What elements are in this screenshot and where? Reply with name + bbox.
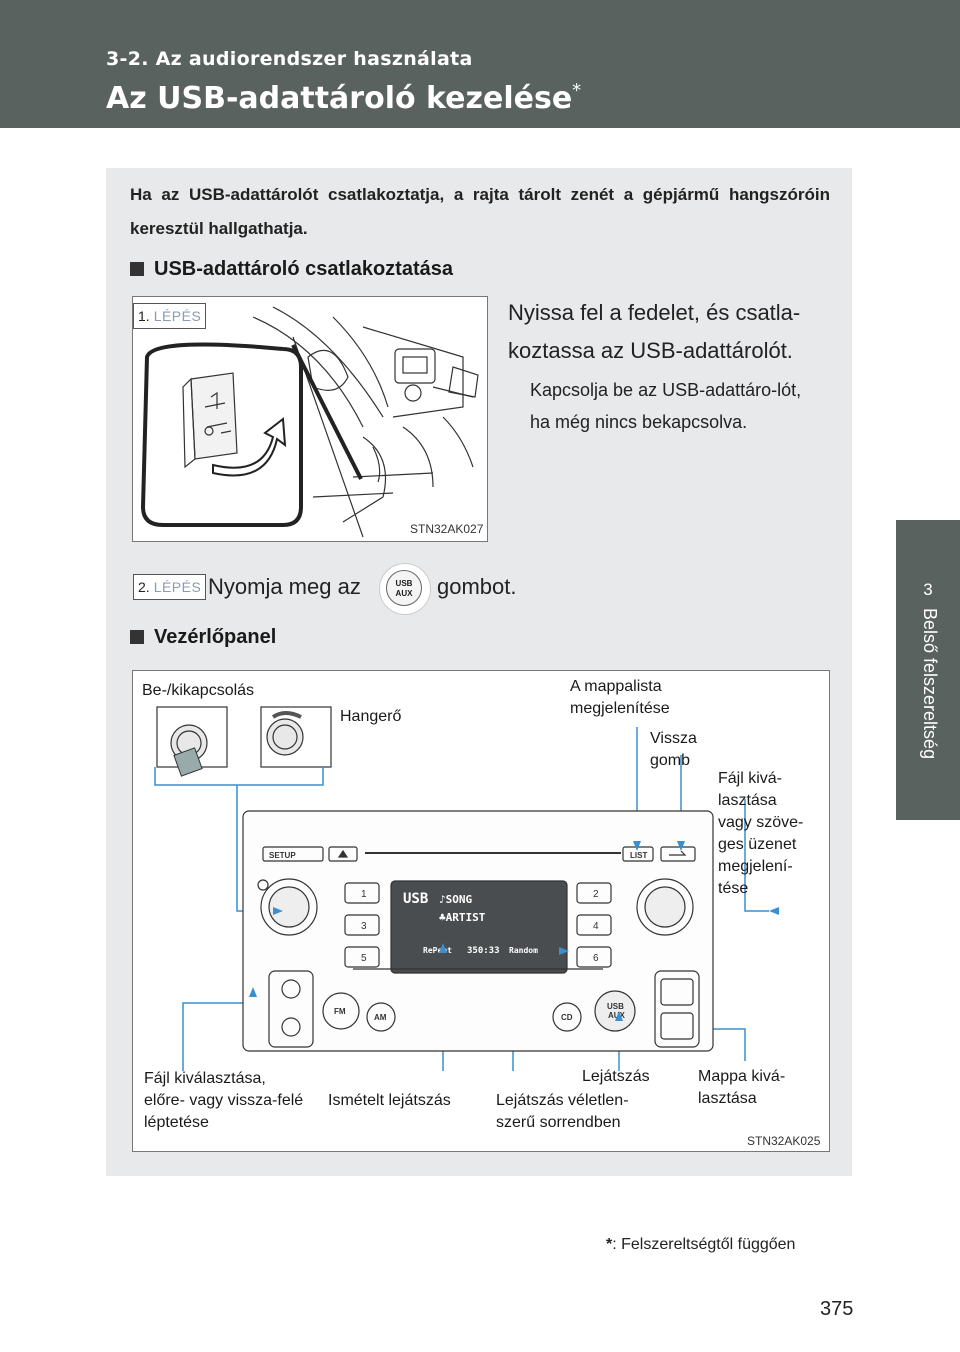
usb-button-label: USB (607, 1002, 624, 1011)
svg-text:5: 5 (361, 953, 367, 964)
label-file-skip: Fájl kiválasztása, előre- vagy vissza-fe… (144, 1070, 304, 1131)
svg-text:2: 2 (593, 889, 599, 900)
page-header: 3-2. Az audiorendszer használata Az USB-… (0, 0, 960, 128)
figure-code-1: STN32AK027 (410, 522, 484, 536)
display-random: Random (509, 946, 538, 955)
label-repeat: Ismételt lejátszás (328, 1092, 451, 1109)
am-button-label: AM (374, 1013, 387, 1022)
chapter-label: Belső felszereltség (920, 608, 940, 760)
aux-button-label: AUX (608, 1011, 626, 1020)
step-1-badge: 1.LÉPÉS (133, 303, 207, 329)
fm-button-label: FM (334, 1007, 346, 1016)
display-repeat: RePeat (423, 946, 452, 955)
label-random: Lejátszás véletlen-szerű sorrendben (496, 1092, 629, 1131)
svg-text:3: 3 (361, 921, 367, 932)
page-number: 375 (820, 1298, 854, 1320)
step-1-badge-label: LÉPÉS (153, 308, 202, 324)
cd-button-label: CD (561, 1013, 573, 1022)
section-heading-connect: USB-adattároló csatlakoztatása (130, 258, 453, 281)
footnote-mark: * (606, 1236, 613, 1253)
svg-text:6: 6 (593, 953, 599, 964)
page-title: Az USB-adattároló kezelése* (106, 80, 581, 116)
step-1-number: 1. (138, 308, 150, 324)
label-volume: Hangerő (340, 708, 402, 725)
usb-aux-label-usb: USB (395, 579, 413, 588)
chapter-number: 3 (923, 580, 933, 599)
step-1-subtext: Kapcsolja be az USB-adattáro-lót, ha még… (530, 380, 802, 432)
step-2-text: Nyomja meg az (208, 574, 361, 599)
step-2-number: 2. (138, 579, 150, 595)
step-2-text-tail: gombot. (437, 574, 517, 599)
label-back: Vissza gomb (650, 730, 697, 769)
step-1-text: Nyissa fel a fedelet, és csatla-koztassa… (508, 300, 801, 363)
control-panel-drawing: SETUP LIST 1 3 5 2 4 6 (154, 706, 779, 1071)
square-bullet-icon (130, 630, 144, 644)
footnote: *: Felszereltségtől függően (606, 1236, 795, 1254)
section-heading-controls-text: Vezérlőpanel (154, 626, 277, 648)
title-asterisk: * (572, 80, 582, 101)
display-time: 350:33 (467, 946, 500, 956)
chapter-tab: 3 Belső felszereltség (896, 520, 960, 820)
page-title-text: Az USB-adattároló kezelése (106, 81, 573, 116)
usb-port-illustration (132, 296, 488, 542)
svg-text:LIST: LIST (630, 851, 647, 860)
display-song: ♪SONG (439, 893, 472, 906)
label-power: Be-/kikapcsolás (142, 682, 255, 699)
intro-text: Ha az USB-adattárolót csatlakoztatja, a … (130, 185, 830, 238)
label-folder-list: A mappalista megjelenítése (570, 678, 670, 717)
figure-code-2: STN32AK025 (747, 1134, 821, 1148)
svg-text:4: 4 (593, 921, 599, 932)
display-artist: ♣ARTIST (439, 911, 486, 924)
step-2-badge-label: LÉPÉS (153, 579, 202, 595)
usb-aux-label-aux: AUX (395, 589, 413, 598)
control-panel-figure: SETUP LIST 1 3 5 2 4 6 (132, 670, 830, 1152)
label-file-select-text: Fájl kivá-lasztása vagy szöve-ges üzenet… (718, 770, 804, 897)
section-heading-controls: Vezérlőpanel (130, 626, 276, 649)
label-play: Lejátszás (582, 1068, 650, 1085)
footnote-text: : Felszereltségtől függően (612, 1236, 796, 1253)
section-heading-connect-text: USB-adattároló csatlakoztatása (154, 258, 453, 280)
label-folder-select: Mappa kivá-lasztása (698, 1068, 786, 1107)
section-title: 3-2. Az audiorendszer használata (106, 48, 473, 70)
usb-port-drawing (140, 306, 479, 538)
square-bullet-icon (130, 262, 144, 276)
svg-text:SETUP: SETUP (269, 851, 296, 860)
step-2-badge: 2.LÉPÉS (133, 574, 207, 600)
svg-text:1: 1 (361, 889, 367, 900)
display-source: USB (403, 891, 428, 907)
